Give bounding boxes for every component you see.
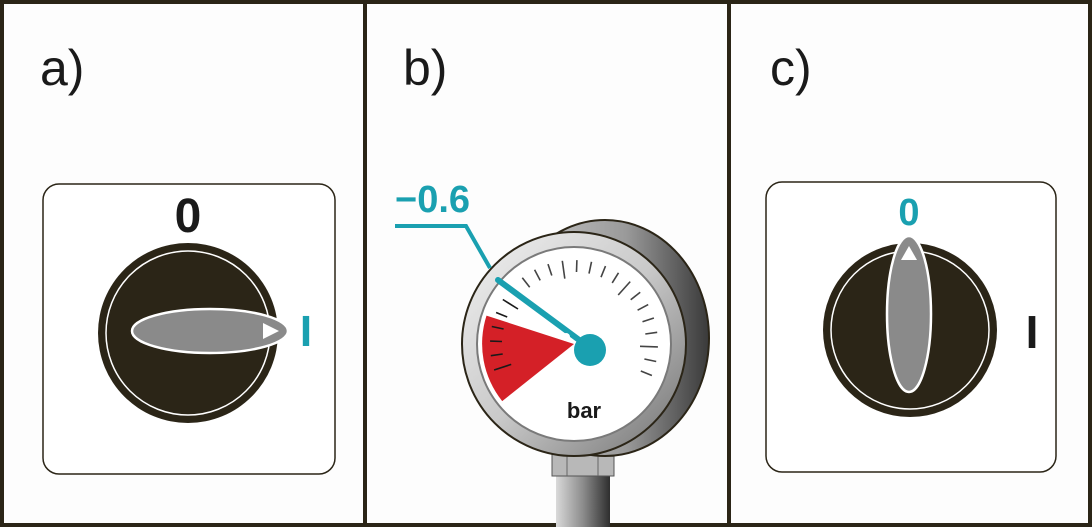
gauge-reading: −0.6 xyxy=(395,179,470,221)
gauge-tick xyxy=(640,346,658,347)
gauge-hub xyxy=(574,334,606,366)
panel-a-label: a) xyxy=(40,40,84,96)
panel-c-label: c) xyxy=(770,40,812,96)
switch-c-off-label: 0 xyxy=(898,192,919,234)
switch-a-on-label: I xyxy=(300,307,312,356)
gauge-stem xyxy=(556,468,610,527)
gauge-pointer-pin xyxy=(562,333,570,341)
switch-a-off-label: 0 xyxy=(175,190,202,243)
panel-b-label: b) xyxy=(403,40,447,96)
switch-c-on-label: I xyxy=(1026,306,1039,358)
gauge-unit: bar xyxy=(567,398,602,423)
